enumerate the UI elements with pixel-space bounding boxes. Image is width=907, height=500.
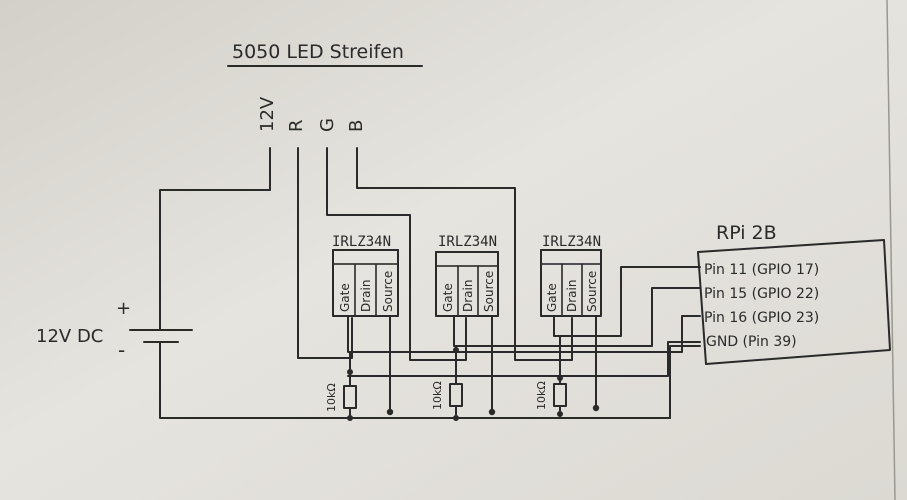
mosfet-2-drain: Drain: [461, 280, 475, 312]
mosfet-3-drain: Drain: [565, 280, 579, 312]
mosfet-2-source: Source: [482, 271, 496, 312]
wire-rpi-gnd: [669, 345, 701, 419]
rpi-title: RPi 2B: [716, 222, 777, 244]
strip-pin-12v: 12V: [257, 96, 278, 132]
rpi-pin-gnd: GND (Pin 39): [706, 334, 797, 350]
wire-12v: [159, 147, 671, 419]
ground-bus: [347, 315, 701, 416]
battery-plus: +: [116, 298, 131, 319]
wire-gpio17: [553, 266, 701, 337]
mosfet-1-drain: Drain: [359, 280, 373, 312]
rpi-pin-16: Pin 16 (GPIO 23): [704, 310, 819, 326]
resistor-1: [343, 351, 357, 421]
mosfet-3-model: IRLZ34N: [542, 234, 601, 250]
wire-gpio23: [347, 315, 701, 353]
battery-symbol: [129, 329, 193, 343]
mosfet-1-source: Source: [381, 271, 395, 312]
paper-edge: [886, 0, 896, 500]
mosfet-1: IRLZ34N Gate Drain Source: [332, 234, 399, 317]
diagram-title: 5050 LED Streifen: [232, 41, 404, 63]
rpi-pin-11: Pin 11 (GPIO 17): [704, 262, 819, 278]
rpi-box: [697, 239, 891, 365]
resistor-3: [553, 335, 567, 417]
resistor-2: [449, 345, 463, 421]
mosfet-2-gate: Gate: [441, 283, 455, 312]
resistor-3-label: 10kΩ: [535, 381, 548, 410]
mosfet-2: IRLZ34N Gate Drain Source: [435, 234, 499, 317]
resistor-1-label: 10kΩ: [325, 383, 338, 412]
strip-pin-r: R: [286, 119, 307, 132]
battery-label: 12V DC: [36, 326, 103, 347]
mosfet-1-model: IRLZ34N: [332, 234, 391, 250]
wire-gpio22: [453, 287, 701, 347]
resistor-2-label: 10kΩ: [431, 381, 444, 410]
mosfet-3-source: Source: [585, 271, 599, 312]
battery-minus: -: [118, 338, 125, 362]
mosfet-2-model: IRLZ34N: [438, 234, 497, 250]
mosfet-1-gate: Gate: [338, 283, 352, 312]
strip-pin-b: B: [346, 120, 367, 132]
strip-pin-g: G: [317, 118, 338, 132]
mosfet-3: IRLZ34N Gate Drain Source: [540, 234, 602, 317]
rpi-pin-15: Pin 15 (GPIO 22): [704, 286, 819, 302]
wire-red: [297, 147, 353, 359]
mosfet-3-gate: Gate: [545, 283, 559, 312]
